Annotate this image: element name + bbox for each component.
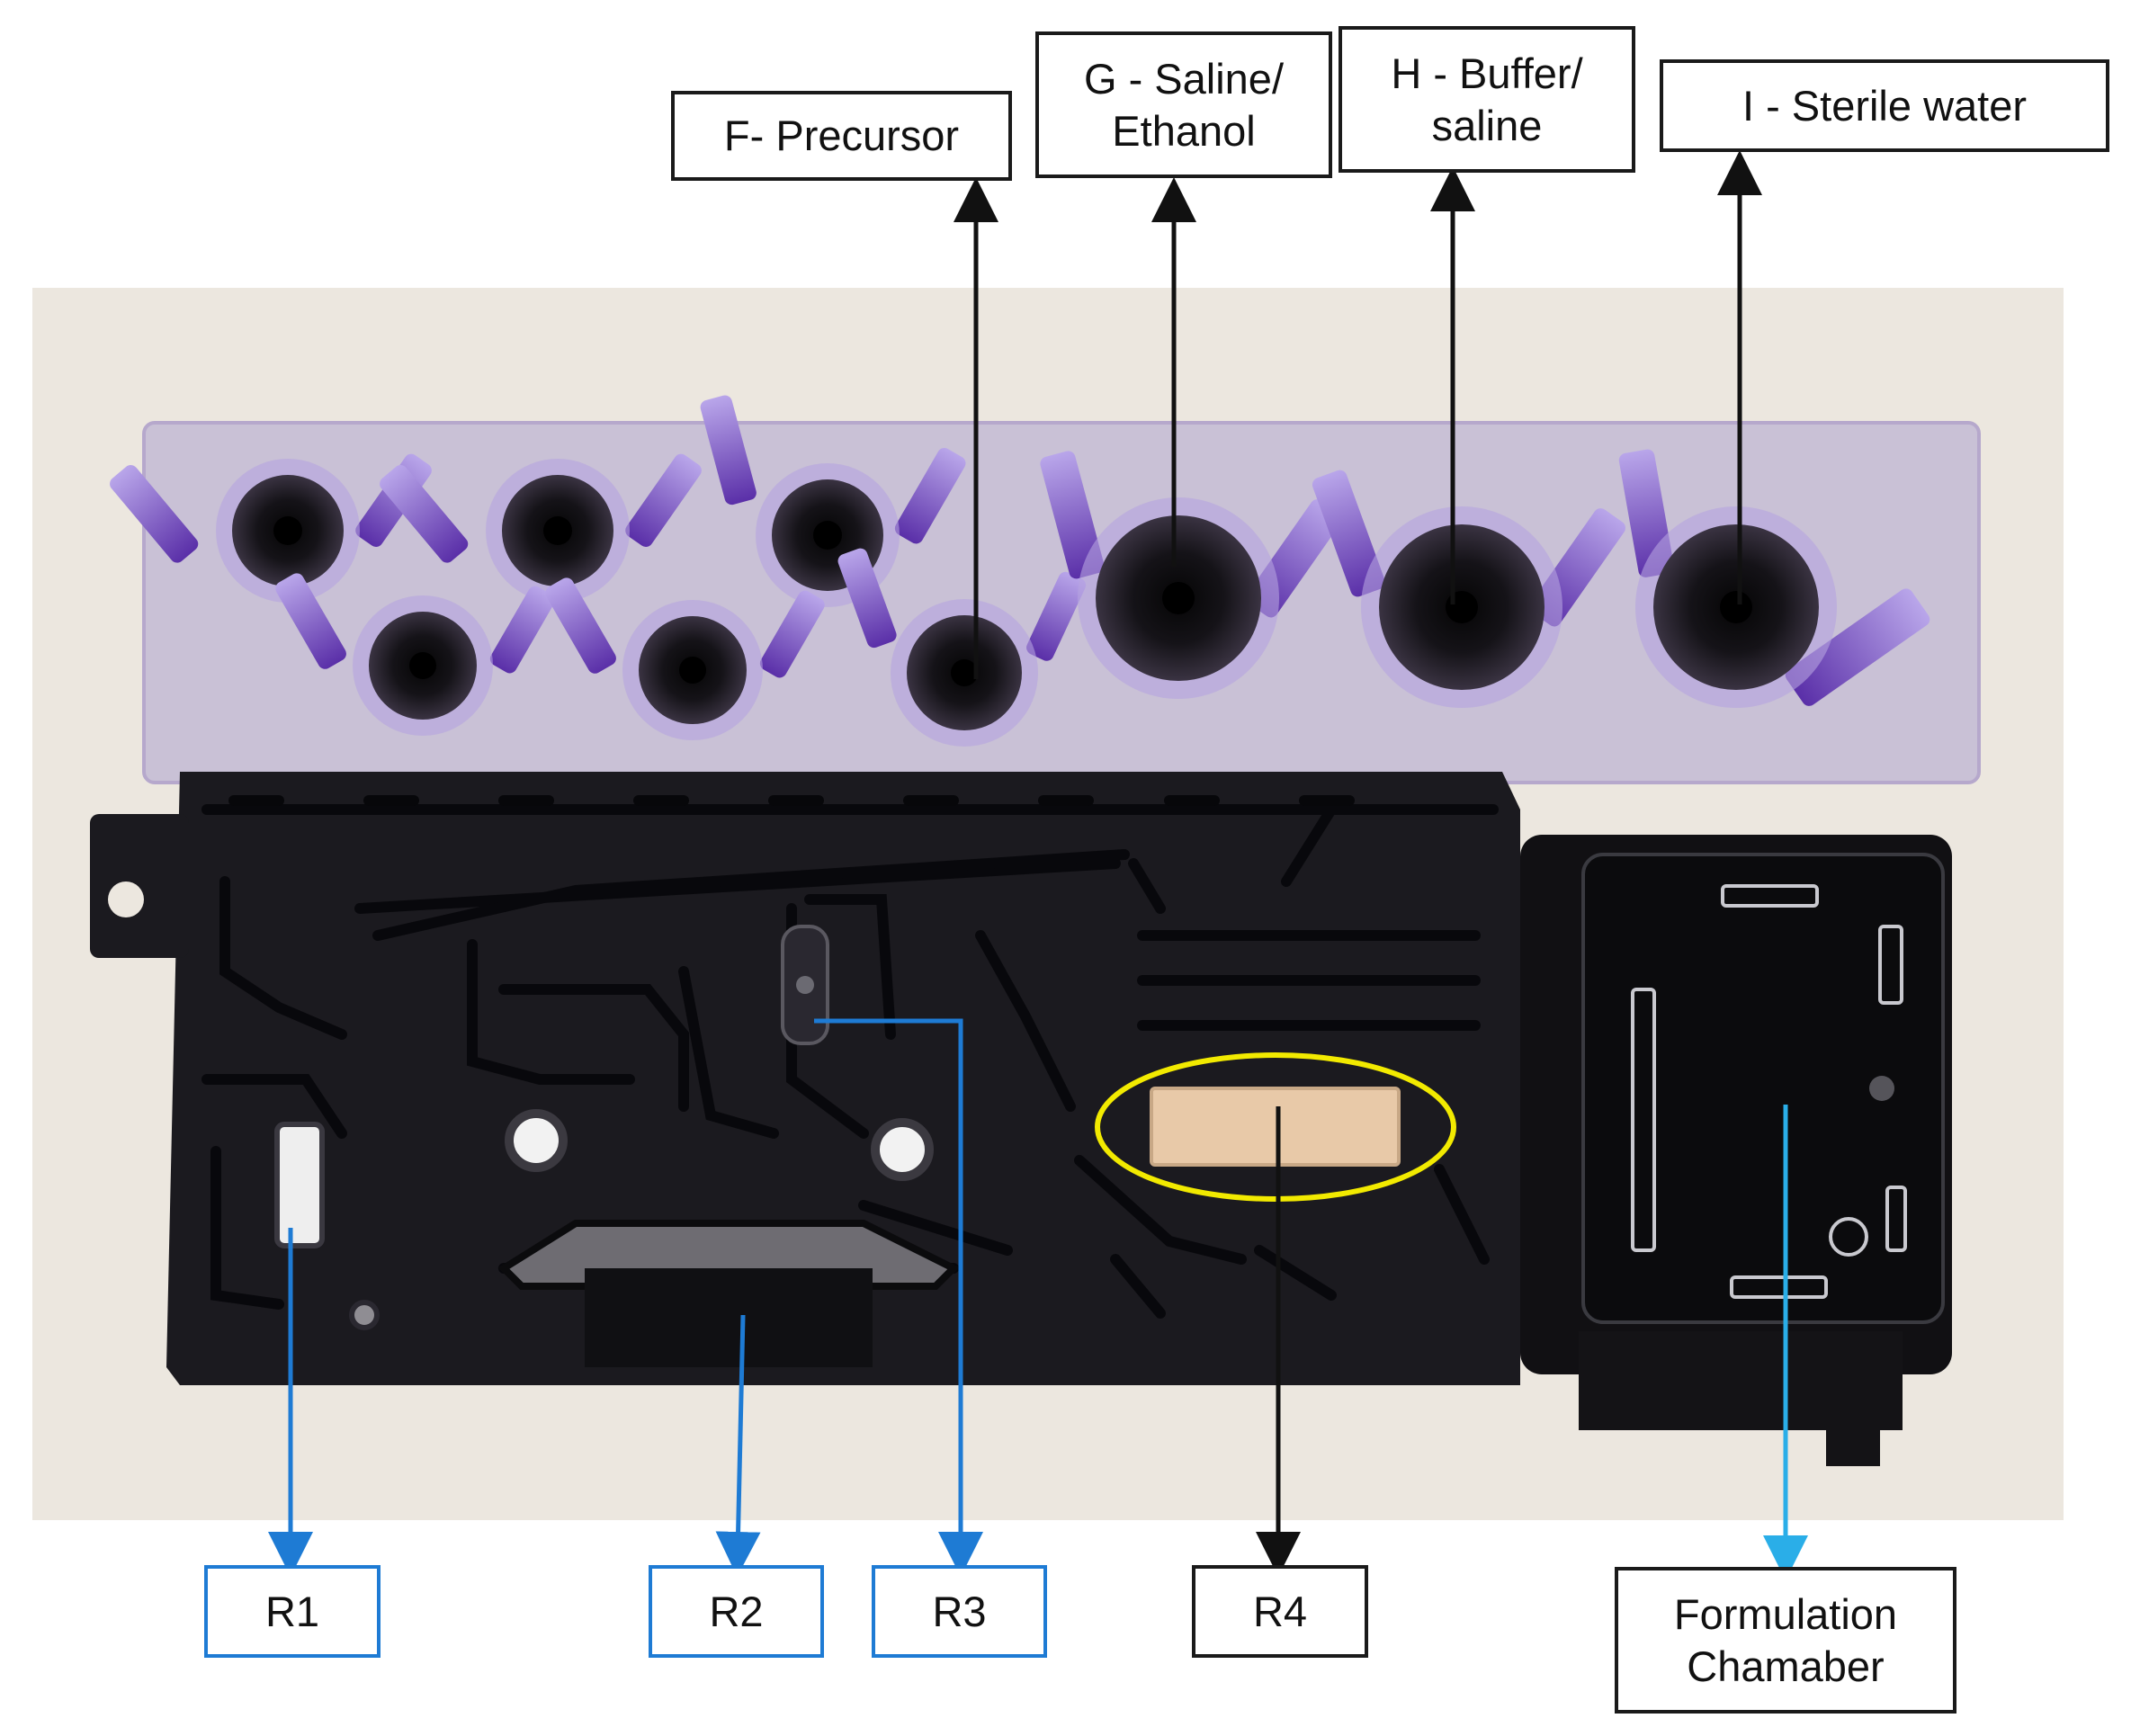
reagent-vial-row bbox=[110, 395, 1930, 747]
reagent-vial bbox=[545, 577, 825, 740]
reagent-vial bbox=[380, 453, 702, 603]
label-saline-ethanol: G - Saline/ Ethanol bbox=[1035, 31, 1332, 178]
r4-highlight-ellipse bbox=[1095, 1052, 1456, 1202]
formulation-chamber-details bbox=[1631, 884, 1907, 1299]
port-left bbox=[505, 1109, 568, 1172]
label-r2: R2 bbox=[649, 1565, 824, 1658]
reagent-vial-precursor bbox=[837, 548, 1087, 747]
arrow-r3 bbox=[814, 1018, 983, 1577]
r1-window bbox=[274, 1122, 325, 1248]
reagent-vial bbox=[275, 573, 555, 736]
top-arrows bbox=[954, 150, 1762, 679]
reagent-vial-sterile-water bbox=[1618, 449, 1930, 708]
reagent-vial-saline-ethanol bbox=[1040, 451, 1343, 699]
label-r1: R1 bbox=[204, 1565, 381, 1658]
label-r4: R4 bbox=[1192, 1565, 1368, 1658]
cassette-body bbox=[90, 772, 1952, 1466]
label-r3: R3 bbox=[872, 1565, 1047, 1658]
label-precursor: F- Precursor bbox=[671, 91, 1012, 181]
bottom-arrows bbox=[268, 1018, 1808, 1580]
reagent-vial-buffer-saline bbox=[1312, 470, 1626, 708]
port-small bbox=[349, 1300, 380, 1330]
r2-chamber bbox=[497, 1220, 960, 1367]
label-formulation-chamber: Formulation Chamaber bbox=[1615, 1567, 1956, 1714]
arrow-r2 bbox=[715, 1314, 761, 1577]
port-right bbox=[871, 1118, 934, 1181]
label-buffer-saline: H - Buffer/ saline bbox=[1339, 26, 1635, 173]
r4-filter bbox=[1150, 1087, 1401, 1167]
label-sterile-water: I - Sterile water bbox=[1660, 59, 2109, 152]
